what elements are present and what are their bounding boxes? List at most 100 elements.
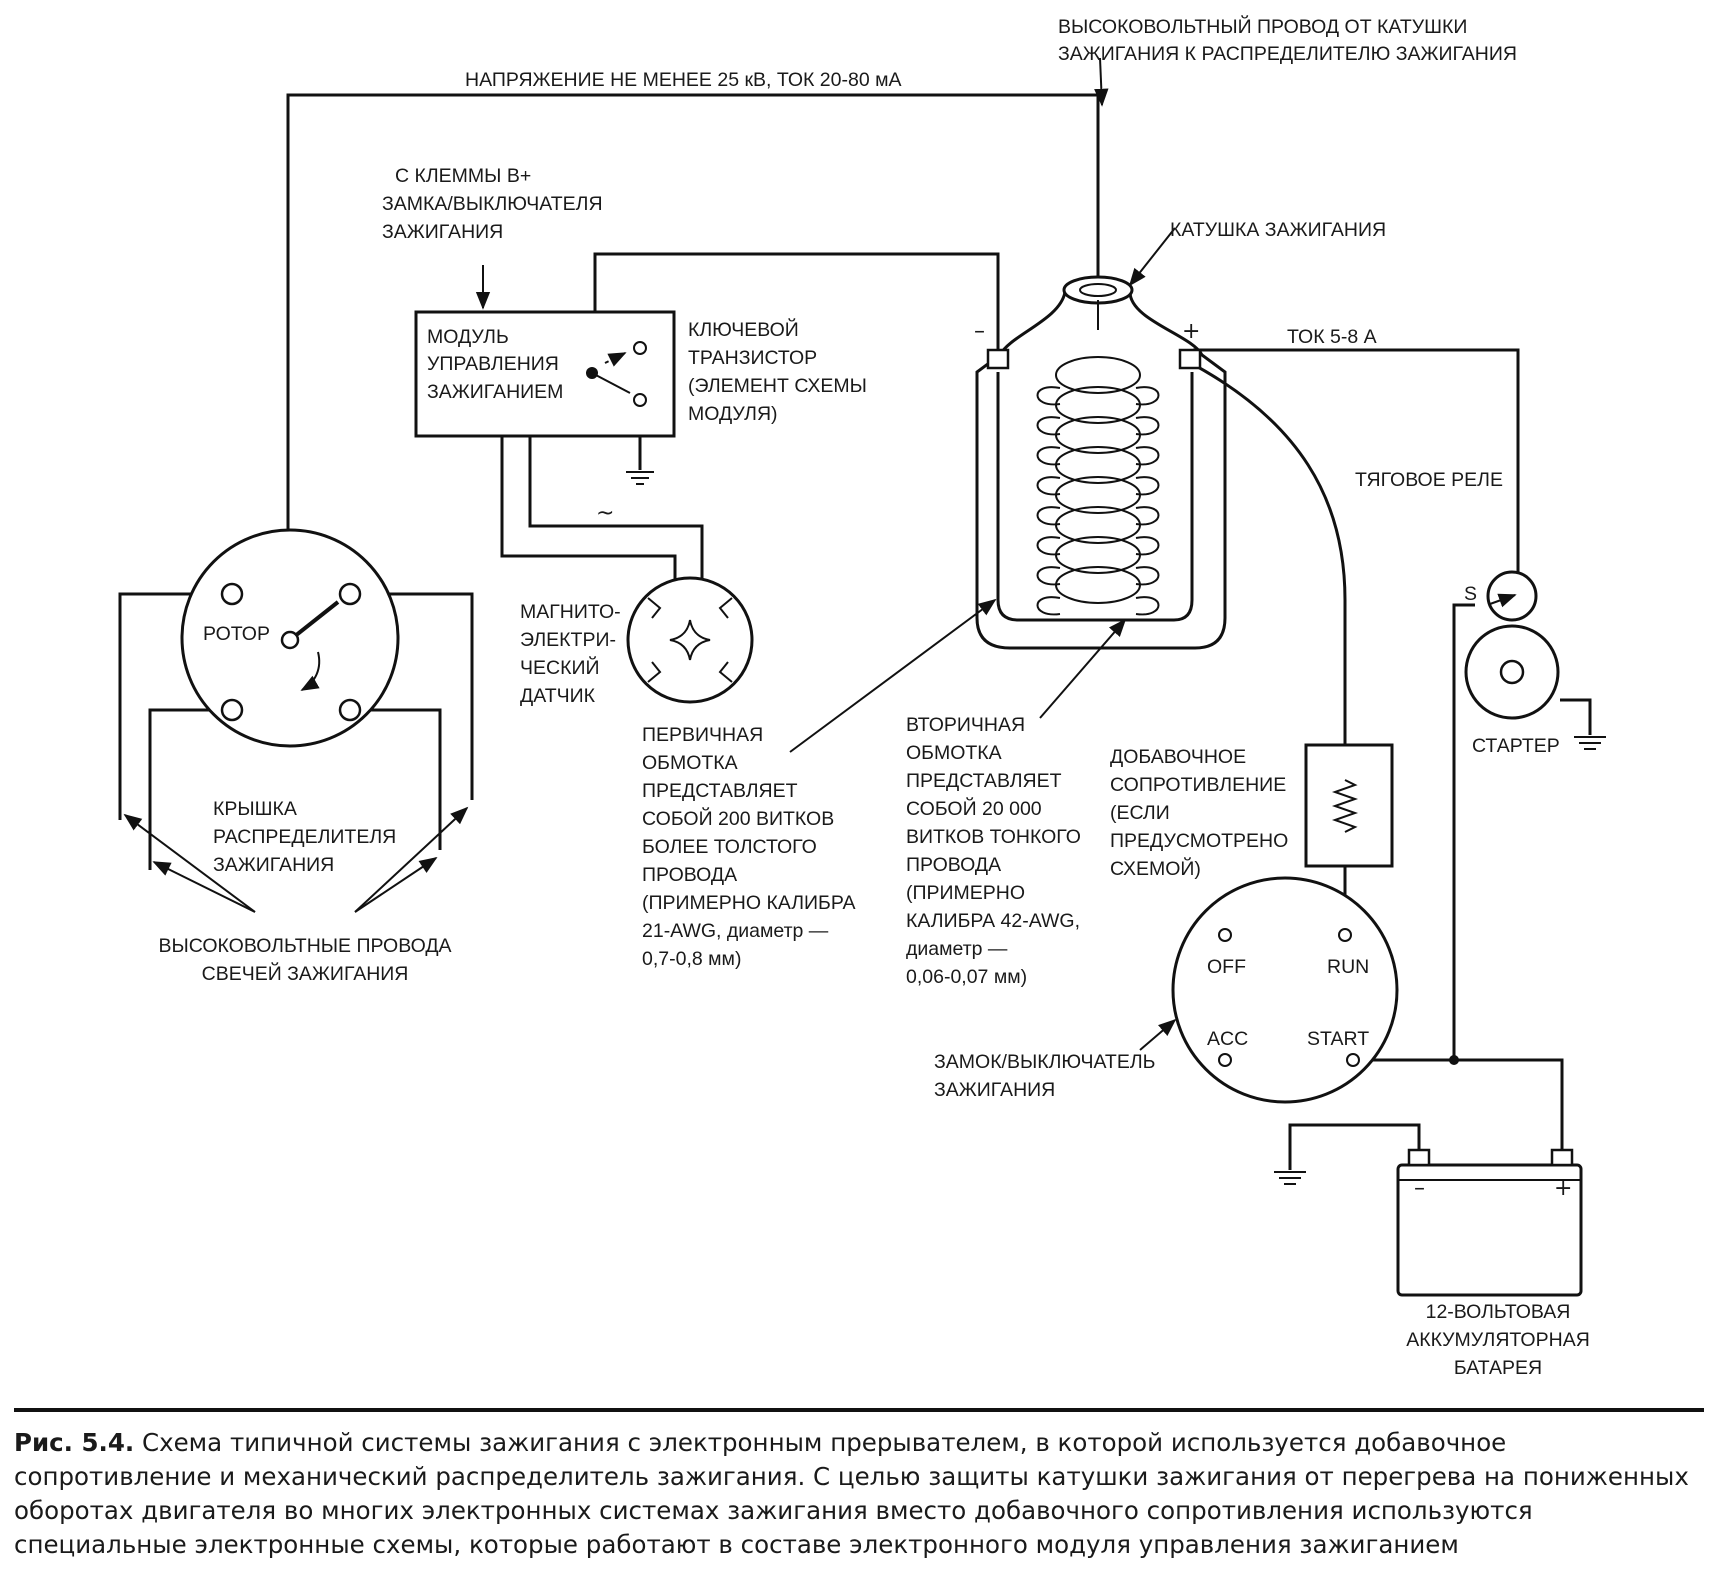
sensor-pole: [718, 661, 733, 683]
resistor-zigzag-icon: [1331, 779, 1359, 833]
sensor-pole: [718, 597, 733, 619]
sensor-label: ЧЕСКИЙ: [520, 655, 599, 679]
secondary-winding-turn: [1055, 416, 1141, 454]
resistor-label: СХЕМОЙ): [1110, 856, 1201, 880]
coil-inner-body: [996, 372, 1194, 622]
ignition-system-diagram: ВЫСОКОВОЛЬТНЫЙ ПРОВОД ОТ КАТУШКИ ЗАЖИГАН…: [118, 14, 1606, 1379]
primary-winding-turn: [1036, 506, 1160, 526]
starter-shaft: [1499, 659, 1525, 685]
battery-label: БАТАРЕЯ: [1454, 1357, 1542, 1379]
rotor-center: [280, 630, 300, 650]
secondary-winding-turn: [1055, 386, 1141, 424]
acc-terminal: [1218, 1053, 1232, 1067]
secondary-label: диаметр —: [906, 938, 1008, 960]
plug-lead-right-inner: [350, 708, 442, 850]
primary-winding-turn: [1036, 596, 1160, 616]
secondary-winding-turn: [1055, 566, 1141, 604]
ground-symbols: [626, 471, 1606, 1185]
primary-winding-turn: [1036, 476, 1160, 496]
primary-label: СОБОЙ 200 ВИТКОВ: [642, 806, 834, 830]
transistor-label: (ЭЛЕМЕНТ СХЕМЫ: [688, 375, 867, 397]
primary-label: ОБМОТКА: [642, 752, 738, 774]
battery-minus-post: [1407, 1148, 1431, 1167]
secondary-label: ВИТКОВ ТОНКОГО: [906, 826, 1081, 848]
ignition-coil: [975, 275, 1227, 650]
coil-label: КАТУШКА ЗАЖИГАНИЯ: [1170, 219, 1386, 241]
module-box: [414, 310, 676, 438]
primary-label: БОЛЕЕ ТОЛСТОГО: [642, 836, 817, 858]
coil-plus-terminal: [1178, 348, 1202, 370]
battery-plus-label: +: [1554, 1176, 1572, 1201]
coil-arrow: [1128, 227, 1176, 287]
resistor-label: ДОБАВОЧНОЕ: [1110, 746, 1246, 768]
tilde-label: ~: [596, 501, 614, 526]
primary-label: ПЕРВИЧНАЯ: [642, 724, 763, 746]
cap-terminal: [338, 698, 362, 722]
sensor-lead-a: [500, 436, 677, 585]
hv-lead-label: ЗАЖИГАНИЯ К РАСПРЕДЕЛИТЕЛЮ ЗАЖИГАНИЯ: [1058, 43, 1517, 65]
wiring: [118, 93, 1592, 1170]
transistor-contact-top: [633, 341, 647, 355]
plugs-label: СВЕЧЕЙ ЗАЖИГАНИЯ: [202, 961, 409, 985]
run-terminal: [1338, 928, 1352, 942]
sensor-body: [626, 576, 754, 704]
module-label: УПРАВЛЕНИЯ: [427, 353, 559, 375]
secondary-label: (ПРИМЕРНО: [906, 882, 1025, 904]
b-plus-label: ЗАМКА/ВЫКЛЮЧАТЕЛЯ: [382, 193, 603, 215]
starter-motor: [1464, 570, 1560, 720]
switch-arrow: [1139, 1018, 1177, 1051]
sensor-star-icon: [669, 619, 711, 661]
ignition-module: [414, 265, 676, 438]
battery-case: [1396, 1163, 1583, 1297]
pointers: [789, 57, 1176, 753]
switch-label: ЗАЖИГАНИЯ: [934, 1079, 1055, 1101]
start-terminal: [1346, 1053, 1360, 1067]
plug-arrow: [152, 861, 256, 913]
rotor-arm: [288, 600, 340, 642]
sensor-label: МАГНИТО-: [520, 601, 621, 623]
coil-tower-bore: [1079, 283, 1117, 297]
battery: [1396, 1148, 1583, 1297]
coil-windings: [1036, 356, 1160, 616]
hv-lead-arrow: [1094, 57, 1109, 107]
sensor-label: ЭЛЕКТРИ-: [520, 629, 616, 651]
coil-plus-to-solenoid: [1193, 348, 1520, 590]
secondary-winding-turn: [1055, 506, 1141, 544]
plugs-label: ВЫСОКОВОЛЬТНЫЕ ПРОВОДА: [158, 935, 451, 957]
current-label: ТОК 5-8 А: [1287, 326, 1377, 348]
secondary-winding-turn: [1055, 476, 1141, 514]
transistor-label: ТРАНЗИСТОР: [688, 347, 817, 369]
ignition-switch: [1139, 876, 1459, 1104]
module-label: МОДУЛЬ: [427, 326, 509, 348]
coil-minus-terminal: [986, 348, 1010, 370]
ground-icon: [1274, 1171, 1306, 1185]
coil-minus-label: –: [974, 319, 985, 344]
sensor-pole: [647, 597, 662, 619]
junction-dot: [1449, 1055, 1459, 1065]
battery-minus-label: –: [1414, 1176, 1425, 1201]
sensor-label: ДАТЧИК: [520, 685, 596, 707]
resistor-label: СОПРОТИВЛЕНИЕ: [1110, 774, 1286, 796]
secondary-label: СОБОЙ 20 000: [906, 796, 1042, 820]
solenoid-arrow: [1489, 593, 1517, 608]
off-terminal: [1218, 928, 1232, 942]
primary-label: 0,7-0,8 мм): [642, 948, 741, 970]
labels: ВЫСОКОВОЛЬТНЫЙ ПРОВОД ОТ КАТУШКИ ЗАЖИГАН…: [158, 14, 1589, 1379]
primary-winding-turn: [1036, 566, 1160, 586]
start-to-battery: [1353, 1058, 1564, 1152]
coil-outer-body: [975, 291, 1227, 650]
distributor: [123, 528, 469, 913]
secondary-label: ОБМОТКА: [906, 742, 1002, 764]
switch-body: [1171, 876, 1399, 1104]
primary-label: (ПРИМЕРНО КАЛИБРА: [642, 892, 856, 914]
plug-arrow: [354, 806, 469, 913]
cap-terminal: [220, 698, 244, 722]
sensor-lead-b: [528, 436, 704, 585]
resistor-label: (ЕСЛИ: [1110, 802, 1170, 824]
primary-label: ПРЕДСТАВЛЯЕТ: [642, 780, 798, 802]
off-label: OFF: [1207, 956, 1246, 978]
ballast-resistor: [1304, 743, 1394, 868]
plug-lead-left-inner: [148, 708, 232, 870]
plug-arrow: [354, 857, 438, 913]
